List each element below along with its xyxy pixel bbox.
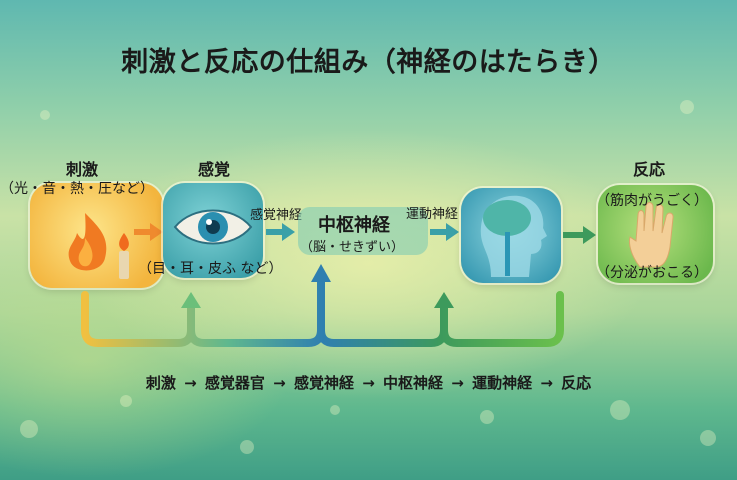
flow-item: 感覚器官 [204, 374, 265, 392]
sense-sub: （目・耳・皮ふ など） [138, 261, 283, 277]
cns-label: 中枢神経 [318, 215, 390, 236]
stimulus-label: 刺激 [66, 160, 99, 179]
bokeh-dot [680, 100, 694, 114]
hand-icon [629, 202, 674, 268]
bokeh-dot [240, 440, 254, 454]
eye-icon [173, 209, 253, 245]
flow-item: 運動神経 [472, 374, 533, 392]
bokeh-dot [480, 410, 494, 424]
arrow-right-icon [430, 223, 459, 241]
arrow-right-icon [134, 223, 163, 241]
cns-sub: （脳・せきずい） [300, 240, 405, 255]
flow-summary: 刺激 → 感覚器官 → 感覚神経 → 中枢神経 → 運動神経 → 反応 [0, 372, 737, 393]
feedback-arrows [81, 264, 564, 347]
bokeh-dot [700, 430, 716, 446]
stimulus-sub: （光・音・熱・圧など） [0, 181, 154, 197]
sense-box [163, 183, 263, 278]
brain-head-icon [480, 195, 547, 277]
brain-box [461, 188, 561, 283]
bokeh-dot [40, 110, 50, 120]
motor-nerve-label: 運動神経 [406, 207, 459, 222]
fire-candle-icon [68, 213, 129, 279]
flow-item: 反応 [561, 374, 592, 392]
bokeh-dot [120, 395, 132, 407]
flow-arrow: → [362, 374, 375, 392]
flow-item: 刺激 [145, 374, 176, 392]
flow-arrow: → [184, 374, 197, 392]
sense-label: 感覚 [198, 160, 231, 179]
response-sub-bottom: （分泌がおこる） [596, 265, 708, 281]
sensory-nerve-label: 感覚神経 [250, 208, 303, 223]
flow-arrow: → [540, 374, 553, 392]
stimulus-box [30, 183, 163, 288]
flow-item: 中枢神経 [383, 374, 444, 392]
bokeh-dot [610, 400, 630, 420]
arrow-right-icon [563, 226, 596, 244]
bokeh-dot [20, 420, 38, 438]
bokeh-dot [330, 405, 340, 415]
response-label: 反応 [633, 160, 666, 179]
response-box [598, 185, 713, 283]
flow-arrow: → [273, 374, 286, 392]
flow-item: 感覚神経 [293, 374, 354, 392]
arrow-right-icon [266, 223, 295, 241]
cns-box [298, 207, 428, 255]
response-sub-top: （筋肉がうごく） [596, 193, 708, 209]
flow-arrow: → [451, 374, 464, 392]
page-title: 刺激と反応の仕組み（神経のはたらき） [121, 47, 616, 78]
